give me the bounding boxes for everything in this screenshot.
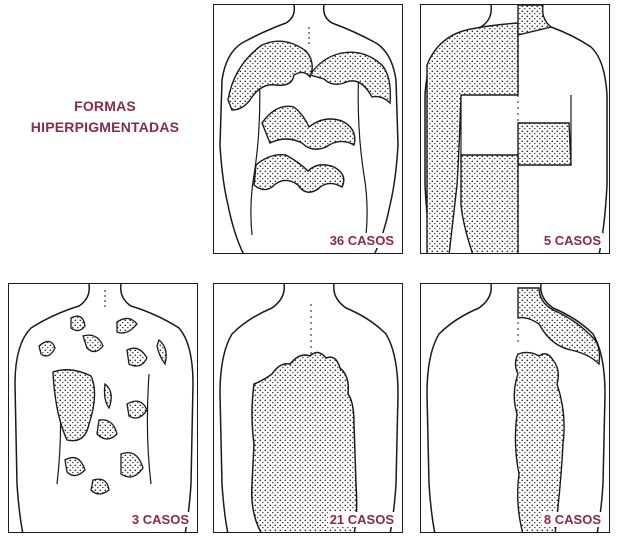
torso-figure-5 (421, 284, 610, 533)
case-count-label: 36 CASOS (328, 233, 396, 248)
torso-figure-4 (214, 284, 403, 533)
title-line-1: FORMAS (10, 96, 200, 117)
torso-figure-3 (9, 284, 198, 533)
case-count-label: 3 CASOS (130, 512, 191, 527)
case-count-label: 5 CASOS (542, 233, 603, 248)
torso-figure-2 (421, 5, 610, 254)
title-line-2: HIPERPIGMENTADAS (10, 117, 200, 138)
figure-title: FORMAS HIPERPIGMENTADAS (10, 96, 200, 138)
body-diagram-panel-5: 8 CASOS (420, 283, 610, 533)
case-count-label: 8 CASOS (542, 512, 603, 527)
torso-figure-1 (214, 5, 403, 254)
body-diagram-panel-2: 5 CASOS (420, 4, 610, 254)
body-diagram-panel-1: 36 CASOS (213, 4, 403, 254)
case-count-label: 21 CASOS (328, 512, 396, 527)
body-diagram-panel-3: 3 CASOS (8, 283, 198, 533)
body-diagram-panel-4: 21 CASOS (213, 283, 403, 533)
